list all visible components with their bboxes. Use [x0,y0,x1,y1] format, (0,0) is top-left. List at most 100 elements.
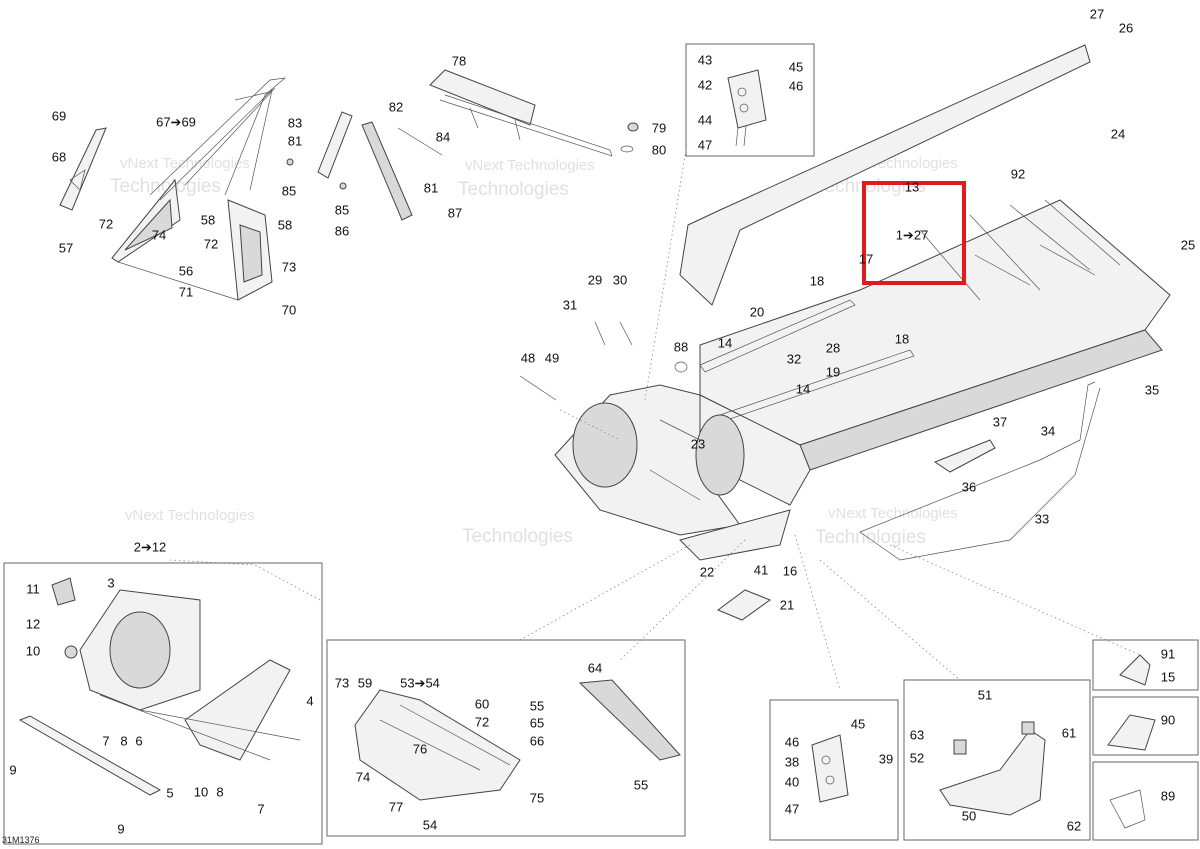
callout-c45a: 45 [789,59,803,74]
callout-c46b: 46 [785,734,799,749]
watermark: Technologies [110,176,221,197]
callout-c90: 90 [1161,712,1175,727]
mount-detail-box-50-63 [903,679,1091,841]
watermark: vNext Technologies [465,157,595,174]
callout-c78: 78 [452,53,466,68]
callout-c4: 4 [306,693,313,708]
callout-c56: 56 [179,263,193,278]
bracket-detail-box-42-47 [685,43,815,157]
watermarks: vNext Technologies Technologies vNext Te… [110,155,958,548]
callout-c12: 12 [26,616,40,631]
callout-c74b: 74 [356,769,370,784]
callout-c79: 79 [652,120,666,135]
callout-c80: 80 [652,142,666,157]
callout-c26: 26 [1119,20,1133,35]
callout-c24: 24 [1111,126,1125,141]
callout-c32: 32 [787,351,801,366]
watermark: vNext Technologies [828,505,958,522]
callout-c81a: 81 [288,133,302,148]
watermark: vNext Technologies [120,155,250,172]
callout-c91: 91 [1161,646,1175,661]
callout-c8a: 8 [120,733,127,748]
callout-c82: 82 [389,99,403,114]
callout-c86: 86 [335,223,349,238]
callout-c37: 37 [993,414,1007,429]
callout-c33: 33 [1035,511,1049,526]
callout-c55a: 55 [530,698,544,713]
callout-c65: 65 [530,715,544,730]
callout-c16: 16 [783,563,797,578]
callout-c17: 17 [859,251,873,266]
callout-c70: 70 [282,302,296,317]
callout-c10a: 10 [26,643,40,658]
callout-c43: 43 [698,52,712,67]
skid-plate-detail-box-53-77 [326,639,686,837]
support-arm-assembly [286,111,443,221]
callout-c21: 21 [780,597,794,612]
callout-c30: 30 [613,272,627,287]
callout-c27: 27 [1090,6,1104,21]
callout-c40: 40 [785,774,799,789]
callout-c46a: 46 [789,78,803,93]
callout-c52: 52 [910,750,924,765]
watermark: Technologies [815,527,926,548]
callout-c38: 38 [785,754,799,769]
callout-c11: 11 [26,581,40,596]
front-frame-detail-box-2-12 [3,562,323,845]
callout-c36: 36 [962,479,976,494]
callout-c22: 22 [700,564,714,579]
callout-c55b: 55 [634,777,648,792]
callout-c2-12: 2➔12 [134,539,167,554]
callout-c92: 92 [1011,166,1025,181]
callout-c28: 28 [826,340,840,355]
callout-c7a: 7 [102,733,109,748]
callout-c62: 62 [1067,818,1081,833]
callout-c18a: 18 [810,273,824,288]
callout-c71: 71 [179,284,193,299]
callout-c85a: 85 [282,183,296,198]
callout-c60: 60 [475,696,489,711]
callout-c73: 73 [282,259,296,274]
callout-c44: 44 [698,112,712,127]
callout-c77: 77 [389,799,403,814]
callout-c47a: 47 [698,137,712,152]
callout-c31: 31 [563,297,577,312]
callout-c9b: 9 [117,821,124,836]
callout-c68: 68 [52,149,66,164]
right-detail-boxes [1092,639,1199,841]
callout-c72c: 72 [475,714,489,729]
callout-c47b: 47 [785,801,799,816]
diagram-code: 31M1376 [2,835,40,845]
callout-c66: 66 [530,733,544,748]
callout-c3: 3 [107,575,114,590]
callout-c63: 63 [910,727,924,742]
callout-c69: 69 [52,108,66,123]
callout-c8b: 8 [216,784,223,799]
callout-c59: 59 [358,675,372,690]
bracket-detail-box-38-47 [769,699,899,841]
callout-c1-27: 1➔27 [896,227,929,242]
callout-c76: 76 [413,741,427,756]
callout-c23: 23 [691,436,705,451]
callout-c5: 5 [166,785,173,800]
callout-c50: 50 [962,808,976,823]
callout-c87: 87 [448,205,462,220]
callout-c89: 89 [1161,788,1175,803]
callout-c57: 57 [59,240,73,255]
callout-c35: 35 [1145,382,1159,397]
callout-c14b: 14 [796,381,810,396]
callout-c81b: 81 [424,180,438,195]
callout-c18b: 18 [895,331,909,346]
callout-c41: 41 [754,562,768,577]
steering-column-assembly [429,69,639,157]
callout-c19: 19 [826,364,840,379]
callout-c73b: 73 [335,675,349,690]
callout-c6: 6 [135,733,142,748]
watermark: Technologies [462,526,573,547]
callout-c48: 48 [521,350,535,365]
callout-c29: 29 [588,272,602,287]
callout-c88: 88 [674,339,688,354]
callout-c58b: 58 [278,217,292,232]
callout-c10b: 10 [194,784,208,799]
